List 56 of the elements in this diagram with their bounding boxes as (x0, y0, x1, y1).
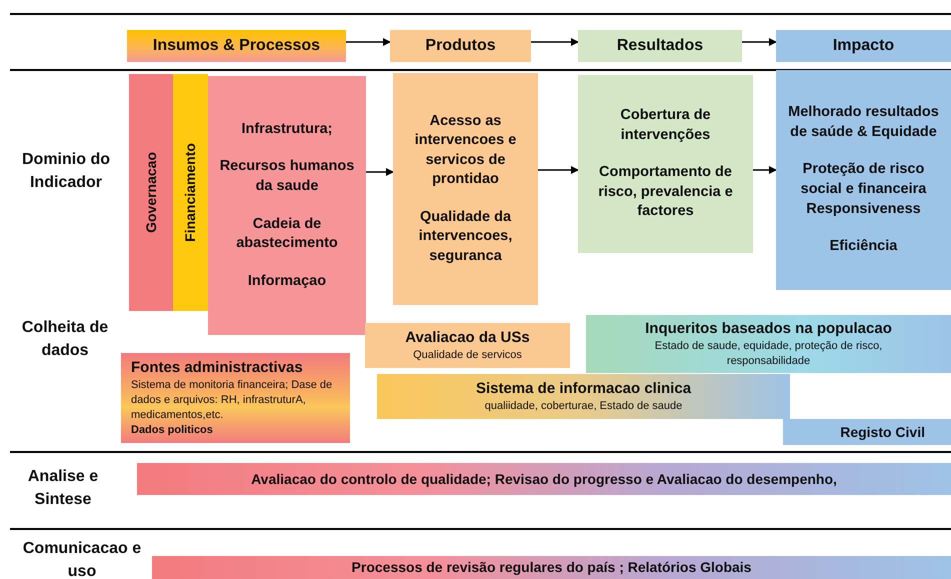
process-box (578, 75, 753, 253)
row-label: Dominio do Indicador (21, 150, 111, 194)
process-band (137, 463, 951, 495)
item-text: Comportamento de risco, prevalencia e factores (597, 163, 734, 222)
stage-title: Produtos (425, 36, 496, 56)
box-description: Sistema de monitoria financeira; Dase de dados e arquivos: RH, infrastruturA, medicamentos,etc. (131, 378, 334, 423)
box-title: Inqueritos baseados na populacao (645, 319, 892, 340)
process-box (377, 374, 790, 419)
vertical-bar (129, 74, 173, 311)
box-title: Registo Civil (840, 422, 925, 442)
row-label: Analise e Sintese (26, 467, 100, 510)
process-box (208, 76, 366, 335)
process-box (121, 353, 350, 443)
vertical-bar (173, 74, 208, 311)
stage-header (127, 30, 346, 62)
stage-title: Resultados (616, 36, 704, 56)
box-description: Estado de saude, equidade, proteção de risco, responsabilidade (654, 339, 884, 369)
box-title: Fontes administractivas (131, 358, 303, 378)
item-text: Cobertura de intervenções (619, 106, 712, 145)
item-text: Infrastrutura; (241, 120, 333, 139)
box-description: Qualidade de servicos (412, 348, 523, 364)
stage-header (776, 30, 951, 62)
arrow (366, 168, 394, 176)
arrow (531, 38, 579, 46)
box-title: Sistema de informacao clinica (476, 378, 692, 399)
row-label: Colheita de dados (20, 318, 110, 362)
process-band (152, 556, 951, 579)
process-box (365, 323, 570, 368)
vertical-label: Financiamento (181, 143, 200, 242)
arrow (742, 38, 777, 46)
item-text: Proteção de risco social e financeira Responsiveness (800, 160, 928, 219)
box-note: Dados politicos (131, 422, 213, 438)
arrow (753, 166, 777, 174)
band-text: Processos de revisão regulares do país ; Relatórios Globais (352, 558, 752, 577)
item-text: Melhorado resultados de saúde & Equidade (787, 103, 940, 142)
process-box (586, 315, 951, 373)
item-text: Cadeia de abastecimento (235, 214, 339, 254)
box-title: Avaliacao da USs (405, 328, 530, 348)
process-box (393, 73, 538, 305)
item-text: Qualidade da intervencoes, seguranca (418, 208, 514, 266)
stage-header (578, 30, 742, 62)
item-text: Recursos humanos da saude (218, 157, 356, 196)
process-box (776, 70, 951, 290)
arrow (538, 166, 579, 174)
vertical-label: Governacao (142, 152, 160, 233)
arrow (346, 38, 391, 46)
stage-header (390, 30, 531, 62)
process-box (783, 419, 951, 445)
row-label: Comunicacao e uso (22, 539, 142, 579)
item-text: Acesso as intervencoes e servicos de prontidao (414, 112, 518, 190)
box-description: qualiidade, coberturae, Estado de saude (484, 399, 684, 414)
band-text: Avaliacao do controlo de qualidade; Revisao do progresso e Avaliacao do desempenho, (251, 470, 837, 488)
item-text: Eficiência (830, 237, 898, 256)
item-text: Informaçao (248, 272, 326, 291)
stage-title: Impacto (832, 36, 894, 56)
stage-title: Insumos & Processos (152, 36, 320, 56)
